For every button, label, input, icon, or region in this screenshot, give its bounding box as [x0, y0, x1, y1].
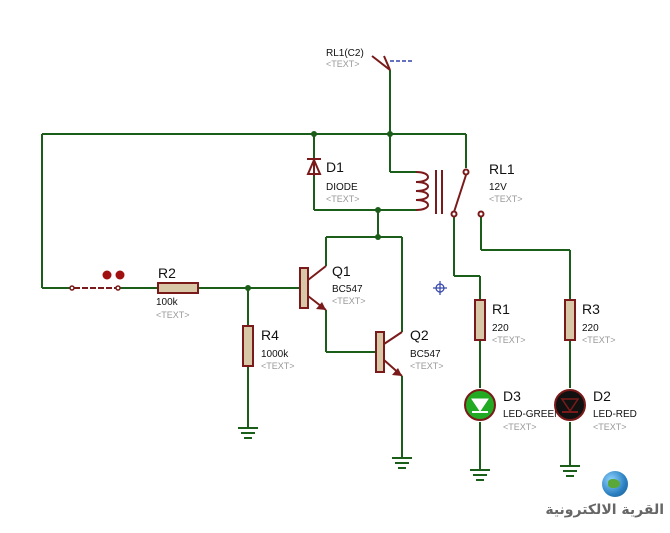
d1-name: D1	[326, 159, 344, 175]
resistor-r1[interactable]: R1 220 <TEXT>	[474, 299, 526, 345]
r2-name: R2	[158, 265, 176, 281]
q2-value: BC547	[410, 349, 441, 360]
r2-text: <TEXT>	[156, 310, 190, 320]
q1-value: BC547	[332, 284, 363, 295]
junctions	[245, 131, 393, 291]
rl1-value: 12V	[489, 182, 507, 193]
logo-text: القرية الالكترونية	[545, 502, 664, 518]
led-d3-green[interactable]: D3 LED-GREEN <TEXT>	[464, 388, 561, 432]
rl1-text: <TEXT>	[489, 194, 523, 204]
r4-value: 1000k	[261, 349, 289, 360]
d2-value: LED-RED	[593, 409, 637, 420]
relay-rl1[interactable]: RL1 12V <TEXT>	[415, 161, 523, 218]
rl1-terminal[interactable]: RL1(C2) <TEXT>	[326, 48, 414, 71]
d1-value: DIODE	[326, 182, 358, 193]
r2-value: 100k	[156, 297, 179, 308]
r1-name: R1	[492, 301, 510, 317]
site-logo: القرية الالكترونية	[545, 501, 664, 519]
crosshair-cursor-icon	[433, 281, 447, 295]
transistor-q1[interactable]: Q1 BC547 <TEXT>	[299, 263, 366, 311]
d3-value: LED-GREEN	[503, 409, 561, 420]
resistor-r2[interactable]: R2 100k <TEXT>	[156, 265, 199, 320]
d3-text: <TEXT>	[503, 422, 537, 432]
q2-text: <TEXT>	[410, 361, 444, 371]
ground-d2	[560, 465, 580, 477]
led-d2-red[interactable]: D2 LED-RED <TEXT>	[554, 388, 637, 432]
ground-d3	[470, 469, 490, 481]
r1-value: 220	[492, 323, 509, 334]
r1-text: <TEXT>	[492, 335, 526, 345]
r3-name: R3	[582, 301, 600, 317]
r3-text: <TEXT>	[582, 335, 616, 345]
q1-text: <TEXT>	[332, 296, 366, 306]
rl1-terminal-text: <TEXT>	[326, 59, 360, 69]
q1-name: Q1	[332, 263, 351, 279]
r4-name: R4	[261, 327, 279, 343]
q2-name: Q2	[410, 327, 429, 343]
r3-value: 220	[582, 323, 599, 334]
rl1-name: RL1	[489, 161, 515, 177]
globe-logo-icon	[602, 471, 628, 497]
d1-text: <TEXT>	[326, 194, 360, 204]
ground-q2	[392, 457, 412, 469]
d2-name: D2	[593, 388, 611, 404]
push-switch[interactable]	[69, 270, 125, 291]
d3-name: D3	[503, 388, 521, 404]
rl1-terminal-name: RL1(C2)	[326, 48, 364, 59]
diode-d1[interactable]: D1 DIODE <TEXT>	[306, 157, 360, 204]
r4-text: <TEXT>	[261, 361, 295, 371]
resistor-r3[interactable]: R3 220 <TEXT>	[564, 299, 616, 345]
ground-r4	[238, 427, 258, 439]
transistor-q2[interactable]: Q2 BC547 <TEXT>	[375, 327, 444, 377]
d2-text: <TEXT>	[593, 422, 627, 432]
resistor-r4[interactable]: R4 1000k <TEXT>	[242, 325, 295, 371]
